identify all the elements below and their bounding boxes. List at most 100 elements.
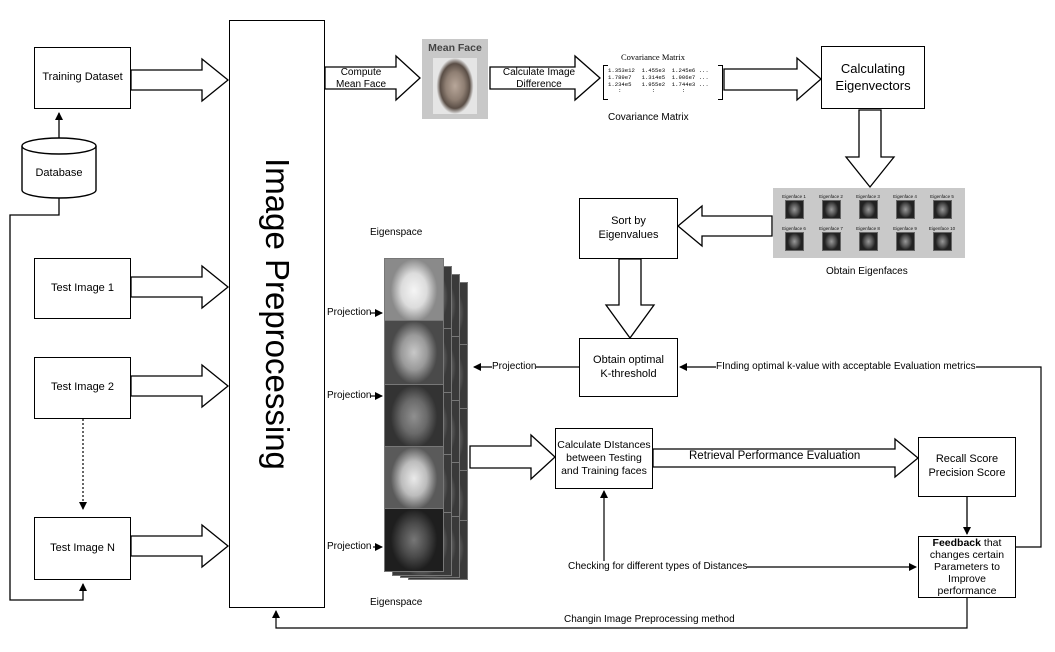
projection-label-3: Projection	[327, 541, 372, 552]
recall-precision-box: Recall Score Precision Score	[918, 437, 1016, 497]
feedback-text: Feedback that changes certain Parameters…	[920, 537, 1014, 597]
database-to-testn-line	[9, 198, 87, 601]
eigenface-tile: Eigenface 8	[851, 226, 885, 254]
eigenface-caption: Eigenface 9	[893, 226, 917, 231]
eigenface-image	[784, 232, 804, 251]
matrix-right-bracket	[718, 65, 723, 100]
eigenspace-top-label: Eigenspace	[370, 227, 423, 238]
image-preprocessing-text-wrap: Image Preprocessing	[229, 20, 325, 608]
eigenface-image	[895, 232, 915, 251]
optimal-k-label: Obtain optimal K-threshold	[593, 353, 664, 380]
preprocessing-to-meanface-arrow	[324, 54, 421, 102]
checking-distances-label: Checking for different types of Distance…	[568, 561, 748, 572]
eigenspace-bottom-label: Eigenspace	[370, 597, 423, 608]
database-label: Database	[35, 167, 83, 179]
image-preprocessing-box	[229, 20, 325, 608]
covariance-row: : : :	[608, 87, 686, 95]
projection-right-label: Projection	[492, 361, 537, 372]
eigenface-tile: Eigenface 6	[777, 226, 811, 254]
image-preprocessing-label: Image Preprocessing	[259, 158, 296, 470]
training-dataset-label: Training Dataset	[42, 71, 123, 84]
eigenface-caption: Eigenface 4	[893, 194, 917, 199]
test2-to-preprocessing-arrow	[130, 363, 230, 409]
calculate-distances-box: Calculate DIstances between Testing and …	[555, 428, 653, 489]
mean-face-image	[433, 58, 477, 114]
feedback-bold-label: Feedback	[932, 536, 981, 549]
eigenface-caption: Eigenface 10	[928, 226, 956, 231]
covariance-matrix-title: Covariance Matrix	[621, 52, 685, 62]
feedback-to-preprocessing-line	[272, 598, 968, 629]
eigenface-tile: Eigenface 3	[851, 194, 885, 222]
covariance-row: 1.234e5 1.955e2 1.744e3 ...	[608, 80, 709, 88]
eigenface-tile: Eigenface 10	[925, 226, 959, 254]
eigenface-tile: Eigenface 7	[814, 226, 848, 254]
eigenspace-face	[384, 384, 444, 449]
projection-label-1: Projection	[327, 307, 372, 318]
eigenface-caption: Eigenface 2	[819, 194, 843, 199]
feedback-rest-label: that changes certain Parameters to Impro…	[929, 536, 1005, 598]
covariance-row: 1.353e12 1.455e3 1.245e6 ...	[608, 67, 709, 74]
mean-face-title: Mean Face	[428, 42, 482, 54]
matrix-left-bracket	[603, 65, 608, 100]
eigenspace-face	[384, 320, 444, 385]
eigenface-image	[784, 200, 804, 219]
eigenface-image	[821, 232, 841, 251]
eigenface-tile: Eigenface 5	[925, 194, 959, 222]
recall-precision-label: Recall Score Precision Score	[928, 453, 1006, 479]
eigenface-image	[858, 232, 878, 251]
compute-mean-face-label: Compute Mean Face	[335, 67, 387, 90]
eigenface-tile: Eigenface 2	[814, 194, 848, 222]
feedback-box: Feedback that changes certain Parameters…	[918, 536, 1016, 598]
sort-to-optimalk-arrow	[604, 258, 656, 340]
training-dataset-box: Training Dataset	[34, 47, 131, 109]
training-to-preprocessing-arrow	[130, 57, 230, 103]
covariance-matrix-rows: 1.353e12 1.455e3 1.245e6 ...1.789e7 1.31…	[608, 67, 709, 95]
sort-by-eigenvalues-box: Sort by Eigenvalues	[579, 198, 678, 259]
eigenface-caption: Eigenface 7	[819, 226, 843, 231]
test-image-2-box: Test Image 2	[34, 357, 131, 419]
testn-to-preprocessing-arrow	[130, 523, 230, 569]
covariance-matrix-caption: Covariance Matrix	[608, 112, 689, 123]
eigenfaces-to-sort-arrow	[676, 204, 773, 248]
projection-label-2: Projection	[327, 390, 372, 401]
calculating-eigenvectors-label: Calculating Eigenvectors	[835, 61, 911, 93]
test-image-2-label: Test Image 2	[51, 381, 114, 394]
mean-face-panel: Mean Face	[422, 39, 488, 119]
eigenface-caption: Eigenface 5	[930, 194, 954, 199]
eigenface-caption: Eigenface 8	[856, 226, 880, 231]
eigenspace-face	[384, 446, 444, 511]
optimal-k-box: Obtain optimal K-threshold	[579, 338, 678, 397]
eigenface-image	[821, 200, 841, 219]
eigenspace-face	[384, 258, 444, 323]
test-image-1-box: Test Image 1	[34, 258, 131, 319]
eigenface-image	[932, 200, 952, 219]
distances-to-recall-arrow	[652, 437, 920, 479]
changing-preprocessing-label: Changin Image Preprocessing method	[564, 614, 735, 625]
eigenspace-to-distances-arrow	[469, 433, 556, 481]
test1-to-preprocessing-arrow	[130, 264, 230, 310]
sort-by-eigenvalues-label: Sort by Eigenvalues	[598, 214, 659, 241]
covariance-to-eigenvectors-arrow	[723, 56, 822, 102]
eigenface-caption: Eigenface 3	[856, 194, 880, 199]
covariance-matrix-figure: Covariance Matrix 1.353e12 1.455e3 1.245…	[603, 52, 723, 100]
eigenface-caption: Eigenface 6	[782, 226, 806, 231]
eigenface-caption: Eigenface 1	[782, 194, 806, 199]
finding-k-label: FInding optimal k-value with acceptable …	[716, 361, 976, 372]
eigenfaces-panel: Eigenface 1 Eigenface 2 Eigenface 3 Eige…	[773, 188, 965, 258]
eigenface-tile: Eigenface 9	[888, 226, 922, 254]
calculate-image-difference-label: Calculate Image Difference	[502, 67, 576, 90]
test-image-1-label: Test Image 1	[51, 281, 114, 294]
eigenface-image	[932, 232, 952, 251]
test-image-n-box: Test Image N	[34, 517, 131, 580]
eigenface-image	[895, 200, 915, 219]
retrieval-eval-label: Retrieval Performance Evaluation	[689, 450, 861, 462]
meanface-to-covariance-arrow	[489, 54, 601, 102]
obtain-eigenfaces-label: Obtain Eigenfaces	[826, 266, 908, 277]
covariance-row: 1.789e7 1.314e5 1.906e7 ...	[608, 73, 709, 81]
test-image-n-label: Test Image N	[50, 541, 115, 554]
calculating-eigenvectors-box: Calculating Eigenvectors	[821, 46, 925, 109]
calculate-distances-label: Calculate DIstances between Testing and …	[557, 438, 651, 478]
eigenface-tile: Eigenface 1	[777, 194, 811, 222]
eigenface-tile: Eigenface 4	[888, 194, 922, 222]
eigenspace-face	[384, 508, 444, 572]
